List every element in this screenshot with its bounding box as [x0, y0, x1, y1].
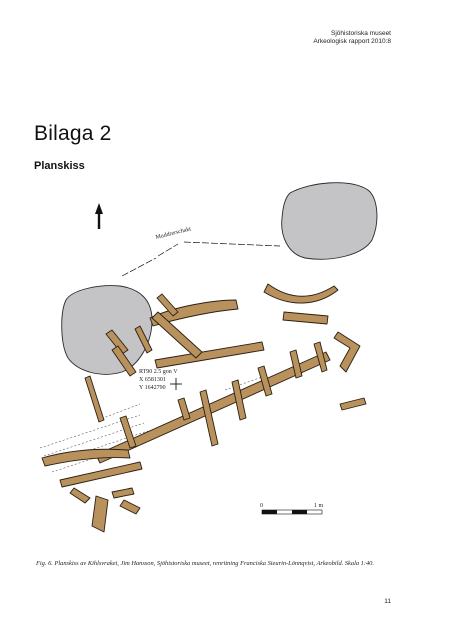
timber-lower-2	[59, 461, 143, 488]
timber-left-4	[134, 325, 153, 354]
frame-2	[231, 379, 247, 421]
page-subtitle: Planskiss	[34, 160, 85, 172]
page-title: Bilaga 2	[34, 122, 112, 145]
timber-right-mid	[282, 311, 329, 325]
page-number: 11	[384, 598, 391, 605]
scale-end: 1 m	[314, 503, 324, 509]
timber-long-plank	[154, 341, 265, 369]
timber-right-curved	[263, 283, 339, 304]
excavation-boundary: Muddrerschakt	[121, 226, 281, 277]
timber-fragment-2	[111, 487, 135, 499]
figure-caption: Fig. 6. Planskiss av Kihlsvraket, Jim Ha…	[36, 560, 374, 567]
timber-lower-1	[41, 448, 131, 467]
reference-point: RT90 2.5 gon V X 6581301 Y 1642790	[139, 369, 182, 391]
scale-start: 0	[260, 503, 263, 509]
timber-right-small	[339, 397, 367, 411]
wreck-timbers	[41, 283, 367, 533]
timber-upper	[149, 299, 239, 327]
header-museum: Sjöhistoriska museet	[331, 30, 391, 37]
rock-upper-right	[281, 182, 378, 260]
boundary-label: Muddrerschakt	[155, 226, 192, 241]
frame-5	[313, 341, 328, 373]
timber-left-5	[156, 293, 179, 317]
frame-3	[257, 365, 273, 397]
ref-system: RT90 2.5 gon V	[139, 369, 178, 375]
header-report: Arkeologisk rapport 2010:8	[313, 38, 391, 45]
frame-7	[119, 415, 137, 449]
north-arrow-icon	[95, 203, 103, 229]
scale-bar: 0 1 m	[260, 503, 324, 515]
ref-x: X 6581301	[139, 377, 166, 383]
timber-diagonal	[151, 311, 203, 359]
ref-y: Y 1642790	[139, 385, 166, 391]
frame-4	[289, 349, 303, 379]
timber-fragment-3	[119, 499, 141, 515]
report-header: Sjöhistoriska museet Arkeologisk rapport…	[313, 30, 391, 46]
timber-left-1	[84, 375, 105, 423]
frame-6	[177, 397, 191, 421]
timber-fragment-1	[91, 495, 109, 533]
timber-keelson	[95, 351, 331, 464]
timber-lower-3	[69, 487, 91, 504]
timber-right-bent	[333, 331, 361, 373]
timber-left-3	[111, 345, 137, 377]
rock-left	[61, 285, 153, 375]
frame-1	[199, 389, 219, 447]
